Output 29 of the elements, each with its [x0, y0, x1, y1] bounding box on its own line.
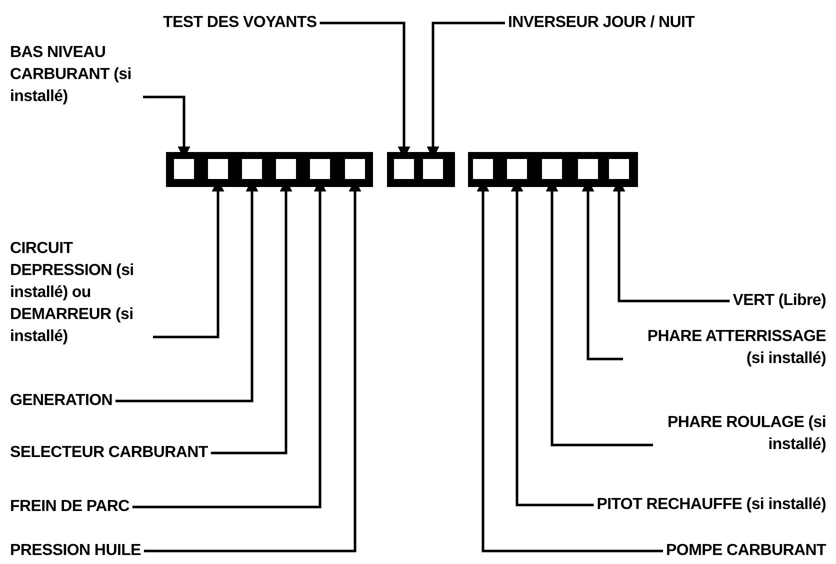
callout-label: PRESSION HUILE: [10, 540, 141, 562]
warning-light: [276, 159, 296, 179]
callout-label: GENERATION: [10, 390, 112, 412]
callout-label: FREIN DE PARC: [10, 496, 130, 518]
warning-light: [242, 159, 262, 179]
warning-light: [208, 159, 228, 179]
warning-light: [542, 159, 562, 179]
callout-label: PITOT RECHAUFFE (si installé): [596, 494, 826, 516]
warning-light-panel: [468, 152, 638, 187]
warning-light-panel: [166, 152, 373, 187]
warning-light: [507, 159, 527, 179]
callout-label: PHARE ROULAGE (si installé): [656, 412, 826, 456]
callout-label: VERT (Libre): [732, 290, 826, 312]
callout-label: PHARE ATTERRISSAGE (si installé): [626, 326, 826, 370]
callout-label: INVERSEUR JOUR / NUIT: [508, 12, 695, 34]
warning-light: [423, 159, 443, 179]
callout-label: TEST DES VOYANTS: [163, 12, 317, 34]
callout-label: POMPE CARBURANT: [666, 540, 826, 562]
warning-light: [609, 159, 629, 179]
callout-label: BAS NIVEAU CARBURANT (si installé): [10, 42, 140, 108]
warning-light: [578, 159, 598, 179]
warning-light: [345, 159, 365, 179]
callout-label: SELECTEUR CARBURANT: [10, 442, 208, 464]
callout-label: CIRCUIT DEPRESSION (si installé) ou DEMARREUR (si installé): [10, 238, 150, 348]
warning-light-panel: [387, 152, 455, 187]
warning-light: [174, 159, 194, 179]
warning-light: [473, 159, 493, 179]
warning-light: [394, 159, 414, 179]
warning-light: [310, 159, 330, 179]
